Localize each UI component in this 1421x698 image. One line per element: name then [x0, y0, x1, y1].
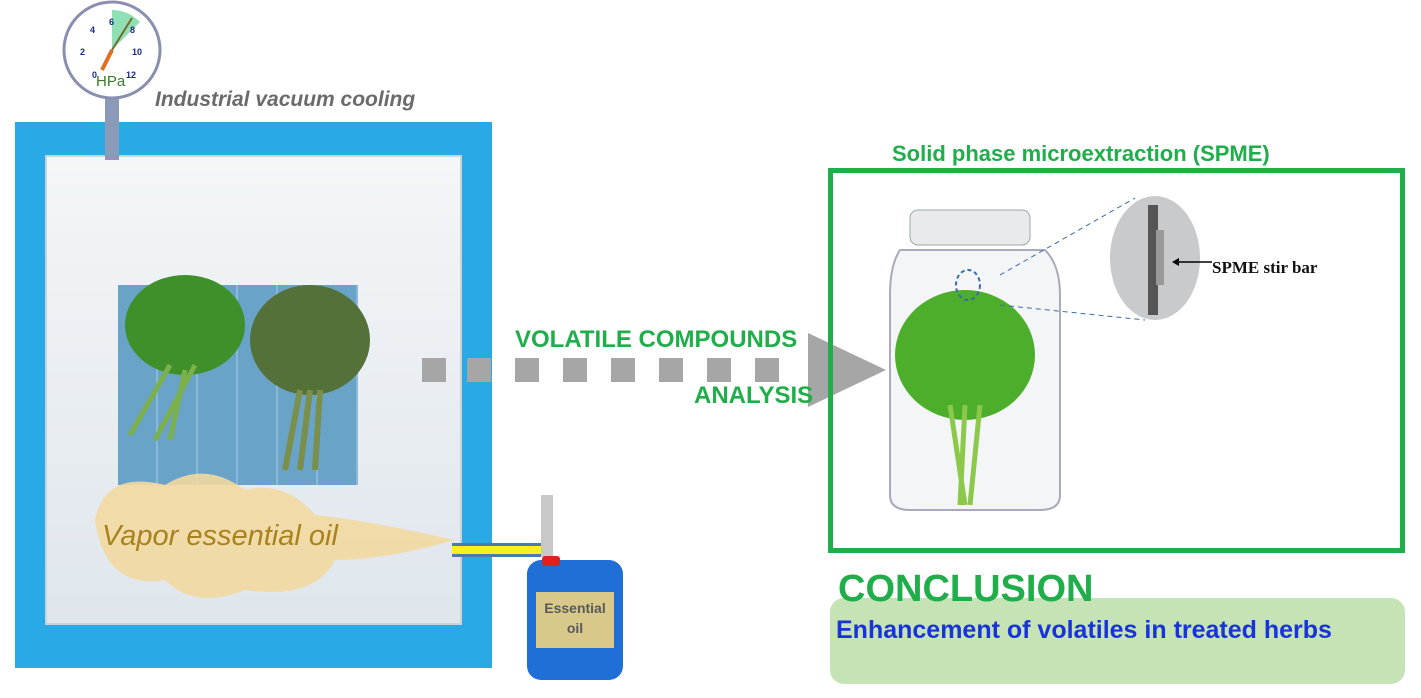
stir-bar-zoom — [1000, 196, 1212, 321]
canister-label: Essential oil — [536, 592, 614, 648]
svg-text:8: 8 — [130, 25, 135, 35]
cooler-title: Industrial vacuum cooling — [155, 88, 416, 111]
svg-text:10: 10 — [132, 47, 142, 57]
arrow-dash — [611, 358, 635, 382]
arrow-dash — [707, 358, 731, 382]
svg-text:12: 12 — [126, 70, 136, 80]
gauge-pipe — [105, 95, 119, 160]
vapor-cloud — [95, 473, 455, 598]
oil-pipe — [452, 543, 542, 557]
vapor-label: Vapor essential oil — [102, 520, 338, 552]
canister-cap — [542, 556, 560, 566]
valve — [541, 495, 553, 557]
canister-label-line1: Essential — [544, 600, 606, 616]
stir-bar-label: SPME stir bar — [1212, 258, 1318, 277]
spme-box — [828, 168, 1405, 553]
svg-text:6: 6 — [109, 17, 114, 27]
spme-title: Solid phase microextraction (SPME) — [892, 141, 1270, 166]
svg-text:2: 2 — [80, 47, 85, 57]
analysis-label-line2: ANALYSIS — [694, 382, 814, 409]
arrow-dash — [422, 358, 446, 382]
conclusion-heading: CONCLUSION — [838, 568, 1094, 610]
conclusion-box — [830, 598, 1405, 684]
arrow-dash — [659, 358, 683, 382]
svg-text:0: 0 — [92, 70, 97, 80]
arrow-dash — [467, 358, 491, 382]
jar-with-herb — [889, 209, 1061, 511]
conclusion-text: Enhancement of volatiles in treated herb… — [836, 616, 1332, 644]
arrow-head-icon — [808, 333, 886, 407]
arrow-dash — [755, 358, 779, 382]
svg-text:4: 4 — [90, 25, 95, 35]
pressure-gauge-icon: 0 2 4 6 8 10 12 HPa — [62, 0, 162, 100]
analysis-label-line1: VOLATILE COMPOUNDS — [515, 326, 798, 353]
arrow-dash — [515, 358, 539, 382]
herb-bunches — [125, 275, 370, 471]
arrow-dash — [563, 358, 587, 382]
canister-label-line2: oil — [566, 620, 584, 636]
svg-text:HPa: HPa — [96, 73, 126, 90]
